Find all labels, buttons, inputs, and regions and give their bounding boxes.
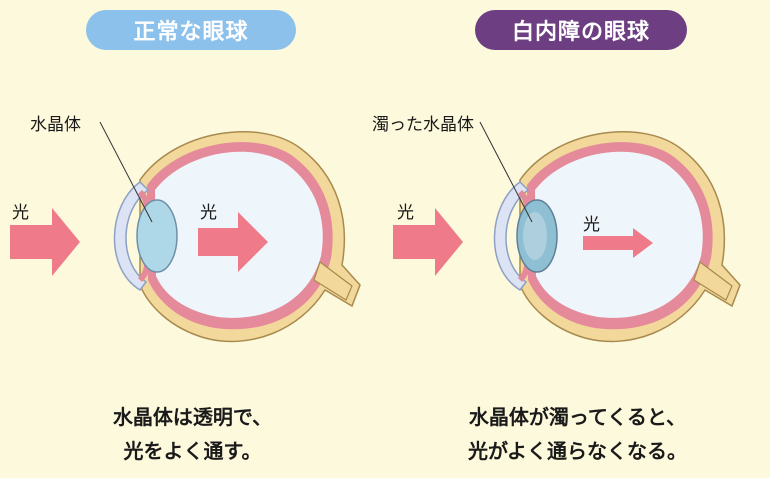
light-through-label: 光 <box>583 215 600 235</box>
cataract-caption-line1: 水晶体が濁ってくると、 <box>468 405 687 429</box>
normal-eyeball-icon <box>10 121 361 343</box>
normal-caption-line1: 水晶体は透明で、 <box>112 405 273 429</box>
light-through-label: 光 <box>200 203 217 223</box>
light-in-label: 光 <box>12 203 29 223</box>
normal-eye-title: 正常な眼球 <box>86 10 296 50</box>
lens-label: 水晶体 <box>30 115 81 135</box>
cataract-eyeball-icon <box>393 121 741 343</box>
vitreous <box>535 151 703 318</box>
normal-caption-line2: 光をよく通す。 <box>123 439 262 463</box>
light-through-arrow-icon <box>583 228 653 258</box>
cataract-eye-panel: 白内障の眼球 濁った水晶体 光 光 水晶体が濁ってくると、 光がよく通らなくなる… <box>372 0 770 478</box>
optic-nerve <box>693 261 733 301</box>
cornea <box>113 181 150 291</box>
optic-nerve <box>313 261 353 301</box>
cataract-eye-title: 白内障の眼球 <box>475 10 687 50</box>
light-in-arrow-icon <box>393 208 463 276</box>
cloudy-lens-haze <box>523 212 547 260</box>
light-in-label: 光 <box>397 203 414 223</box>
cloudy-lens-label: 濁った水晶体 <box>372 115 474 135</box>
light-through-arrow-icon <box>198 212 268 272</box>
cataract-caption-line2: 光がよく通らなくなる。 <box>468 439 687 463</box>
lens-leader-line <box>479 121 533 223</box>
cornea <box>493 181 530 291</box>
normal-caption: 水晶体は透明で、 光をよく通す。 <box>0 400 385 468</box>
lens-leader-line <box>99 121 153 223</box>
normal-eye-panel: 正常な眼球 水晶体 光 光 水晶体 <box>0 10 385 468</box>
light-in-arrow-icon <box>10 208 80 276</box>
clear-lens <box>136 199 178 273</box>
cataract-caption: 水晶体が濁ってくると、 光がよく通らなくなる。 <box>385 400 770 468</box>
